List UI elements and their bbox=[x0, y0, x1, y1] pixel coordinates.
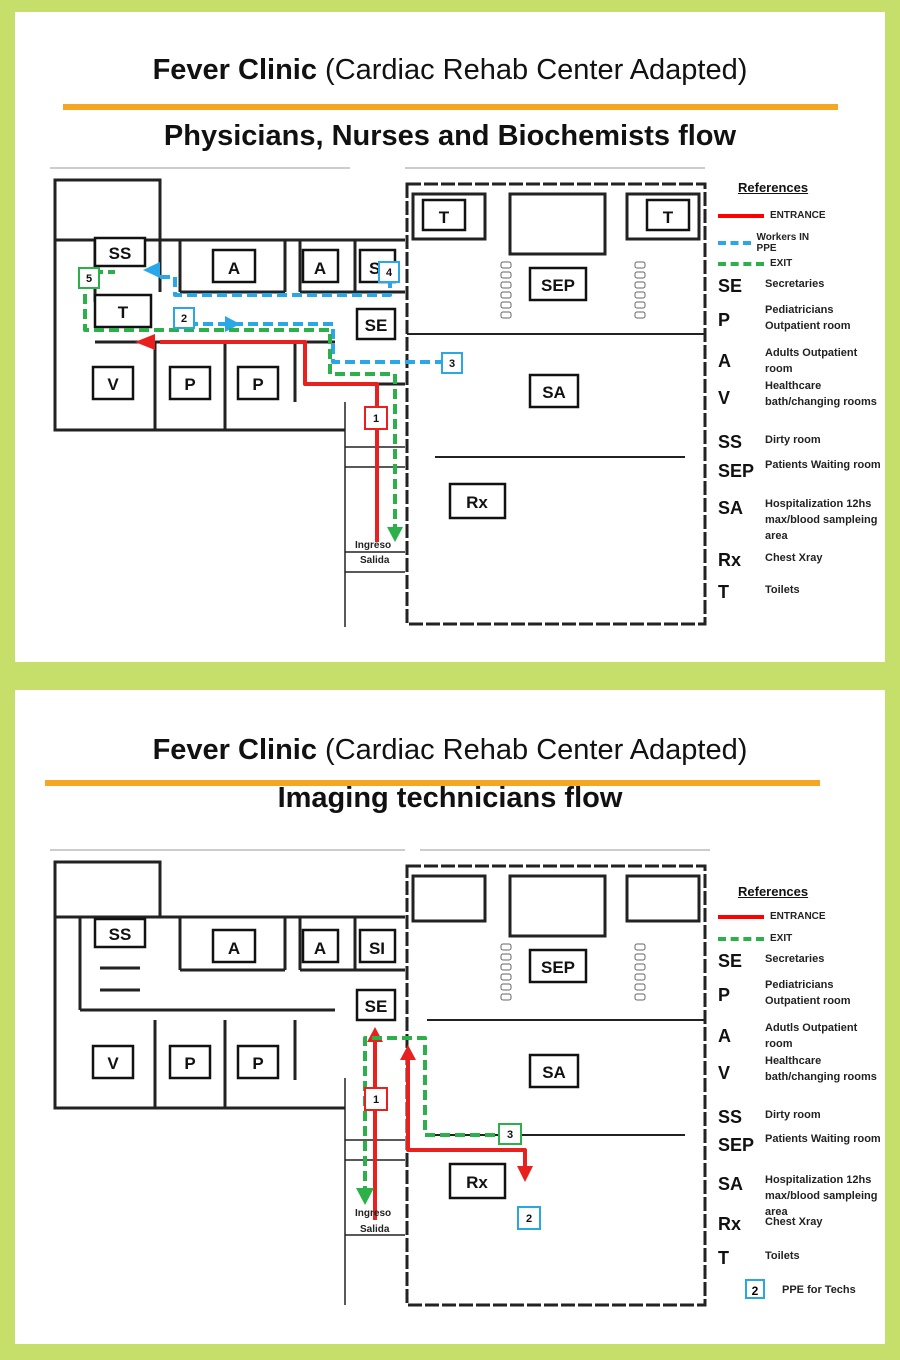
entrance-path bbox=[160, 340, 379, 542]
legend-entrance: ENTRANCE bbox=[770, 210, 826, 221]
step-marker-5: 5 bbox=[86, 273, 92, 285]
room-rx: Rx bbox=[466, 1173, 488, 1192]
ppe-path bbox=[155, 275, 392, 297]
orange-divider bbox=[63, 104, 838, 110]
room-p1: P bbox=[184, 375, 195, 394]
panel-imaging-flow: Fever Clinic (Cardiac Rehab Center Adapt… bbox=[15, 690, 885, 1344]
legend-entrance: ENTRANCE bbox=[770, 911, 826, 922]
room-t-top1: T bbox=[439, 208, 450, 227]
entrance-label-1: Ingreso bbox=[355, 540, 391, 551]
panel-physicians-flow: Fever Clinic (Cardiac Rehab Center Adapt… bbox=[15, 12, 885, 662]
room-sa: SA bbox=[542, 383, 566, 402]
step-marker-2: 2 bbox=[526, 1213, 532, 1225]
entrance-label-2: Salida bbox=[360, 555, 390, 566]
ppe-box-icon: 2 bbox=[745, 1279, 765, 1299]
room-t-left: T bbox=[118, 303, 129, 322]
legend-exit: EXIT bbox=[770, 933, 793, 944]
step-marker-2: 2 bbox=[181, 313, 187, 325]
panel-subtitle: Imaging technicians flow bbox=[277, 782, 623, 814]
room-a2: A bbox=[314, 939, 326, 958]
step-marker-3: 3 bbox=[449, 358, 455, 370]
room-p2: P bbox=[252, 1054, 263, 1073]
panel-subtitle: Physicians, Nurses and Biochemists flow bbox=[163, 120, 737, 152]
room-ss: SS bbox=[109, 925, 132, 944]
room-p2: P bbox=[252, 375, 263, 394]
references-title: References bbox=[738, 884, 809, 899]
room-a1: A bbox=[228, 939, 240, 958]
room-rx: Rx bbox=[466, 493, 488, 512]
references-title: References bbox=[738, 180, 809, 195]
room-v: V bbox=[107, 375, 119, 394]
room-t-top2: T bbox=[663, 208, 674, 227]
panel-title: Fever Clinic (Cardiac Rehab Center Adapt… bbox=[152, 54, 748, 86]
step-marker-1: 1 bbox=[373, 1094, 379, 1106]
panel-title: Fever Clinic (Cardiac Rehab Center Adapt… bbox=[152, 734, 748, 766]
room-se: SE bbox=[365, 316, 388, 335]
room-a1: A bbox=[228, 259, 240, 278]
room-ss: SS bbox=[109, 244, 132, 263]
legend-exit: EXIT bbox=[770, 258, 793, 269]
entrance-label-2: Salida bbox=[360, 1224, 390, 1235]
step-marker-3: 3 bbox=[507, 1129, 513, 1141]
entrance-label-1: Ingreso bbox=[355, 1208, 391, 1219]
step-marker-4: 4 bbox=[386, 267, 393, 279]
room-sep: SEP bbox=[541, 276, 575, 295]
room-a2: A bbox=[314, 259, 326, 278]
room-sa: SA bbox=[542, 1063, 566, 1082]
room-se: SE bbox=[365, 997, 388, 1016]
floor-plan: SS A A SI SEP SE V P P SA Rx 1 2 bbox=[50, 849, 710, 1307]
room-si: SI bbox=[369, 939, 385, 958]
step-marker-1: 1 bbox=[373, 413, 379, 425]
room-p1: P bbox=[184, 1054, 195, 1073]
room-v: V bbox=[107, 1054, 119, 1073]
room-sep: SEP bbox=[541, 958, 575, 977]
legend-ppe: Workers IN PPE bbox=[756, 232, 810, 254]
orange-divider bbox=[45, 780, 820, 786]
floor-plan: SS A A SI T T T SEP SE V P P SA Rx bbox=[50, 167, 707, 627]
